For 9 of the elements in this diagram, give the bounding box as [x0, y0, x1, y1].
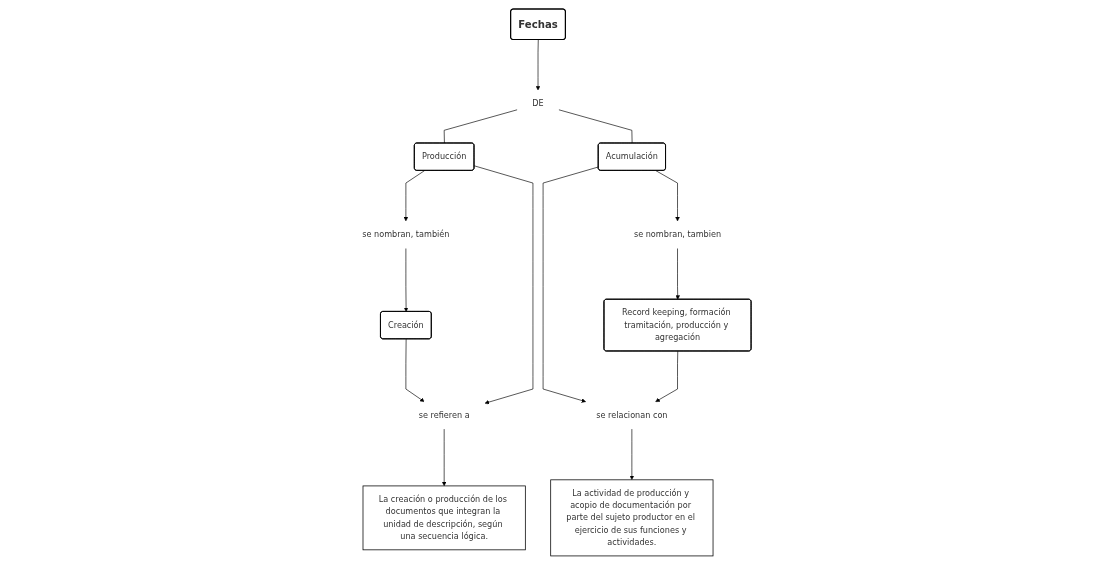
node-box: La actividad de producción y acopio de documentación por parte del sujeto productor en el ejercicio de sus funciones y actividades.: [550, 479, 714, 557]
node-text: se nombran, también: [362, 229, 450, 240]
node-box: La creación o producción de los documentos que integran la unidad de descripción, según una secuencia lógica.: [363, 485, 527, 551]
node-text: DE: [532, 98, 545, 109]
node-text: se nombran, tambien: [634, 229, 722, 240]
connector: [559, 109, 633, 144]
connector: [444, 109, 518, 144]
node-text: se relacionan con: [596, 410, 668, 420]
node-text: se refieren a: [419, 410, 471, 420]
